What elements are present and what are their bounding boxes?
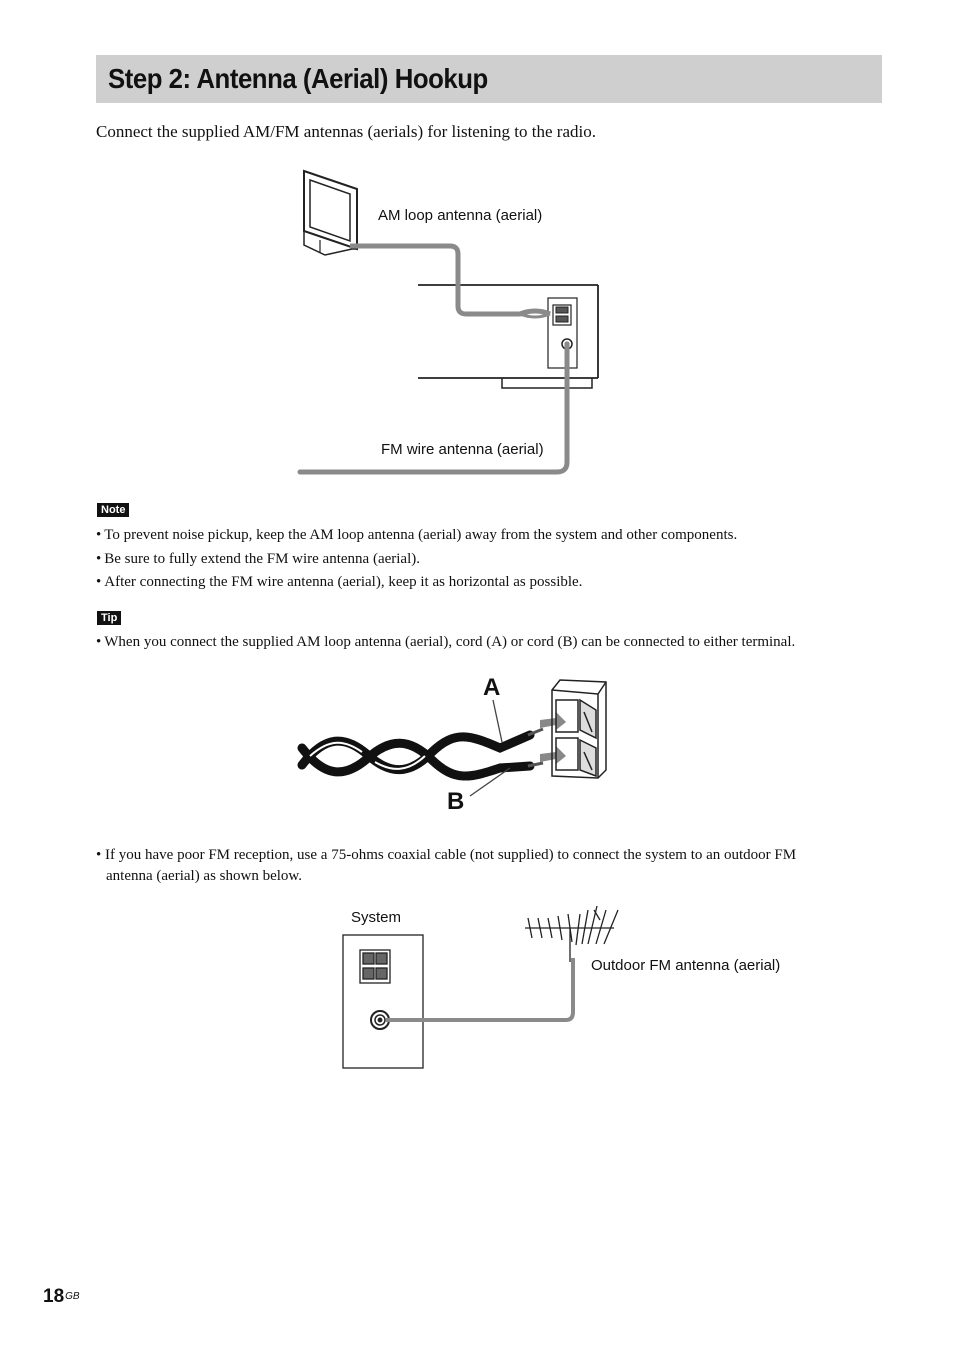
page-title: Step 2: Antenna (Aerial) Hookup	[108, 63, 488, 94]
tip-badge: Tip	[97, 611, 122, 625]
tip-list: •When you connect the supplied AM loop a…	[96, 631, 795, 655]
outdoor-antenna-label: Outdoor FM antenna (aerial)	[591, 957, 781, 974]
outdoor-antenna-diagram	[342, 905, 619, 1069]
system-panel	[342, 934, 424, 1069]
outdoor-antenna-tip: • If you have poor FM reception, use a 7…	[96, 847, 797, 884]
page-suffix: GB	[65, 1291, 80, 1302]
cord-b-label: B	[447, 788, 465, 815]
system-unit	[418, 284, 599, 389]
tip-item: •When you connect the supplied AM loop a…	[96, 634, 796, 650]
am-loop-antenna-icon	[303, 169, 358, 256]
title-bar: Step 2: Antenna (Aerial) Hookup	[96, 55, 882, 103]
system-label: System	[351, 909, 402, 926]
twisted-cord	[297, 730, 535, 781]
antenna-hookup-diagram	[297, 169, 599, 475]
page-number: 18GB	[43, 1286, 80, 1307]
cord-terminal-diagram	[297, 679, 607, 797]
cord-a-label: A	[483, 674, 501, 701]
fm-antenna-label: FM wire antenna (aerial)	[381, 441, 544, 458]
note-list: •To prevent noise pickup, keep the AM lo…	[96, 524, 737, 595]
note-item: •After connecting the FM wire antenna (a…	[96, 574, 583, 590]
terminal-block	[551, 679, 607, 779]
note-item: •To prevent noise pickup, keep the AM lo…	[96, 527, 738, 543]
coaxial-cable	[386, 958, 575, 1022]
am-antenna-label: AM loop antenna (aerial)	[378, 207, 543, 224]
intro-text: Connect the supplied AM/FM antennas (aer…	[96, 122, 596, 141]
note-badge: Note	[97, 503, 130, 517]
am-cable	[350, 243, 551, 317]
outdoor-antenna-icon	[525, 905, 619, 962]
fm-wire	[297, 341, 570, 475]
note-item: •Be sure to fully extend the FM wire ant…	[96, 550, 420, 567]
